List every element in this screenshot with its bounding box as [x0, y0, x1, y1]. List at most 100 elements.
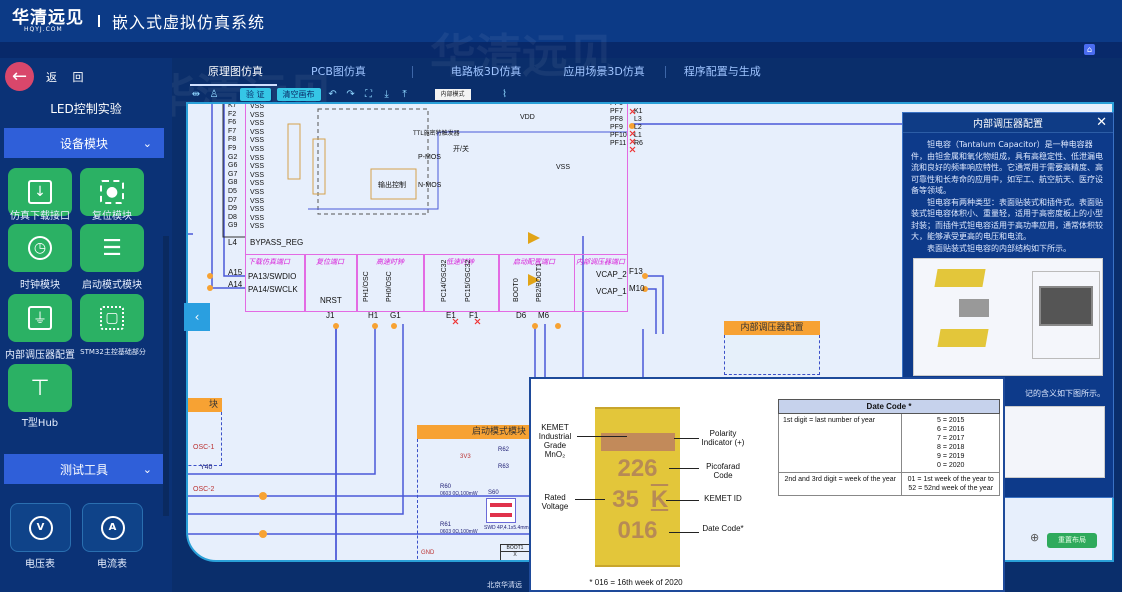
pin-number: D5 — [228, 188, 237, 195]
sidebar-scrollbar[interactable] — [163, 236, 169, 516]
dip-switch[interactable] — [486, 498, 516, 523]
module-clock[interactable]: ◷ — [8, 224, 72, 272]
pin-name: VSS — [250, 128, 265, 136]
boot-box-header[interactable]: 启动模式模块 — [417, 425, 532, 439]
port-group — [245, 254, 305, 312]
wire — [223, 104, 245, 277]
section-label: 测试工具 — [59, 462, 108, 477]
tool-label: 电压表 — [25, 559, 55, 570]
arrow — [674, 438, 699, 439]
module-download[interactable]: ↓ — [8, 168, 72, 216]
module-stm32[interactable]: ▢ — [80, 294, 144, 342]
undo-icon[interactable]: ↶ — [328, 88, 337, 100]
ammeter-tool[interactable]: A — [82, 503, 143, 552]
t-hub-icon: ⊤ — [30, 375, 50, 401]
pmos-label: P-MOS — [418, 154, 441, 161]
pin-number: G6 — [228, 162, 238, 170]
popup-header: 内部调压器配置 ✕ — [903, 113, 1113, 133]
pin-number: F7 — [228, 127, 237, 135]
reset-layout-button[interactable]: 重置布局 — [1047, 533, 1097, 548]
tab-pcb[interactable]: PCB图仿真 — [311, 65, 366, 78]
close-icon[interactable]: ✕ — [1096, 115, 1107, 130]
date-code-table-title: Date Code * — [778, 399, 1000, 414]
info-popup: 内部调压器配置 ✕ 钽电容（Tantalum Capacitor）是一种电容器件… — [902, 112, 1114, 498]
rated-voltage-label: Rated Voltage — [541, 493, 569, 511]
pin-name: PF7 — [610, 108, 623, 115]
ammeter-icon: A — [100, 515, 125, 540]
osc-label: OSC-1 — [193, 444, 215, 451]
pin-number: G9 — [228, 222, 238, 230]
pin-name: VSS — [250, 103, 265, 110]
tab-schematic[interactable]: 原理图仿真 — [184, 58, 283, 86]
pin-name: VSS — [250, 197, 265, 205]
table-cell-line: 6 = 2016 — [937, 426, 965, 433]
output-control-label: 输出控制 — [378, 182, 406, 189]
table-cell-line: 9 = 2019 — [937, 453, 965, 460]
expand-icon[interactable]: ⛶ — [365, 88, 373, 100]
pin-number: F9 — [228, 145, 237, 152]
category-label: 复位端口 — [316, 258, 344, 266]
device-section-header[interactable]: 设备模块 ⌄ — [4, 128, 164, 158]
clock-box-header[interactable]: 块 — [188, 398, 222, 412]
pin-number: L3 — [634, 116, 642, 123]
toolbar: ⇹ ♙ 验 证 清空画布 ↶ ↷ ⛶ ⤓ ⤒ 内部模式 ⌇ — [190, 86, 690, 102]
vss-label: VSS — [556, 164, 571, 171]
redo-icon[interactable]: ↷ — [346, 88, 355, 100]
logo: 华清远见 HQYJ.COM — [12, 9, 84, 33]
pin-name: PC14/OSC32 — [441, 259, 448, 302]
boot-box[interactable] — [417, 439, 532, 560]
module-t-hub[interactable]: ⊤ — [8, 364, 72, 412]
table-cell-line: 5 = 2015 — [937, 417, 965, 424]
pin-name: PF10 — [610, 132, 627, 139]
module-boot-mode[interactable]: ☰ — [80, 224, 144, 272]
module-label: 复位模块 — [92, 211, 132, 222]
table-cell-line: 01 = 1st week of the year to — [907, 476, 994, 483]
port-group — [499, 254, 575, 312]
probe-icon[interactable]: ⌇ — [502, 88, 507, 100]
module-regulator[interactable]: ⏚ — [8, 294, 72, 342]
sliders-icon: ☰ — [102, 235, 122, 261]
footnote: * 016 = 16th week of 2020 — [589, 578, 683, 587]
tab-board-3d[interactable]: 电路板3D仿真 — [450, 65, 522, 78]
pin-name: NRST — [320, 296, 342, 305]
back-label[interactable]: 返 回 — [46, 71, 90, 84]
test-section-header[interactable]: 测试工具 ⌄ — [4, 454, 164, 484]
module-reset[interactable]: ● — [80, 168, 144, 216]
mode-button[interactable]: 内部模式 — [434, 88, 471, 100]
pin-number: H1 — [368, 311, 379, 320]
pin-number: K7 — [228, 102, 237, 109]
capacitor-body: 226 35 K 016 — [595, 407, 680, 567]
back-button[interactable]: ← — [5, 62, 34, 91]
clock-box[interactable] — [188, 412, 222, 466]
module-label: 时钟模块 — [20, 280, 60, 291]
reset-icon: ● — [100, 180, 124, 204]
date-code-label: Date Code* — [702, 524, 744, 533]
pin-name: VCAP_1 — [596, 287, 627, 296]
popup-title: 内部调压器配置 — [973, 119, 1043, 130]
switch-label: 开/关 — [453, 146, 469, 153]
clear-canvas-button[interactable]: 清空画布 — [276, 87, 321, 101]
pin-number: F2 — [228, 110, 237, 118]
regulator-box-header[interactable]: 内部调压器配置 — [724, 321, 820, 335]
boot-table-cell: X — [513, 552, 517, 558]
download-icon[interactable]: ⤓ — [384, 88, 389, 100]
regulator-box[interactable] — [724, 335, 820, 375]
collapse-panel-button[interactable]: ‹ — [184, 303, 210, 331]
zoom-in-icon[interactable]: ⊕ — [1030, 531, 1040, 544]
gnd-label: GND — [421, 550, 435, 556]
pin-name: PH1/OSC — [363, 271, 370, 302]
user-icon[interactable]: ⌂ — [1084, 44, 1095, 55]
tab-program[interactable]: 程序配置与生成 — [683, 65, 761, 78]
tab-scene-3d[interactable]: 应用场景3D仿真 — [563, 65, 645, 78]
pin-number: F13 — [629, 267, 643, 276]
verify-button[interactable]: 验 证 — [240, 87, 271, 101]
table-cell-line: 52 = 52nd week of the year — [908, 485, 994, 492]
port-group — [305, 254, 357, 312]
upload-icon[interactable]: ⤒ — [402, 88, 407, 100]
pin-number: G2 — [228, 153, 238, 161]
fit-icon[interactable]: ⇹ — [191, 88, 201, 100]
capacitor-structure-image — [913, 258, 1103, 376]
person-icon[interactable]: ♙ — [209, 88, 219, 100]
voltmeter-tool[interactable]: V — [10, 503, 71, 552]
pin-number: G7 — [228, 170, 238, 178]
